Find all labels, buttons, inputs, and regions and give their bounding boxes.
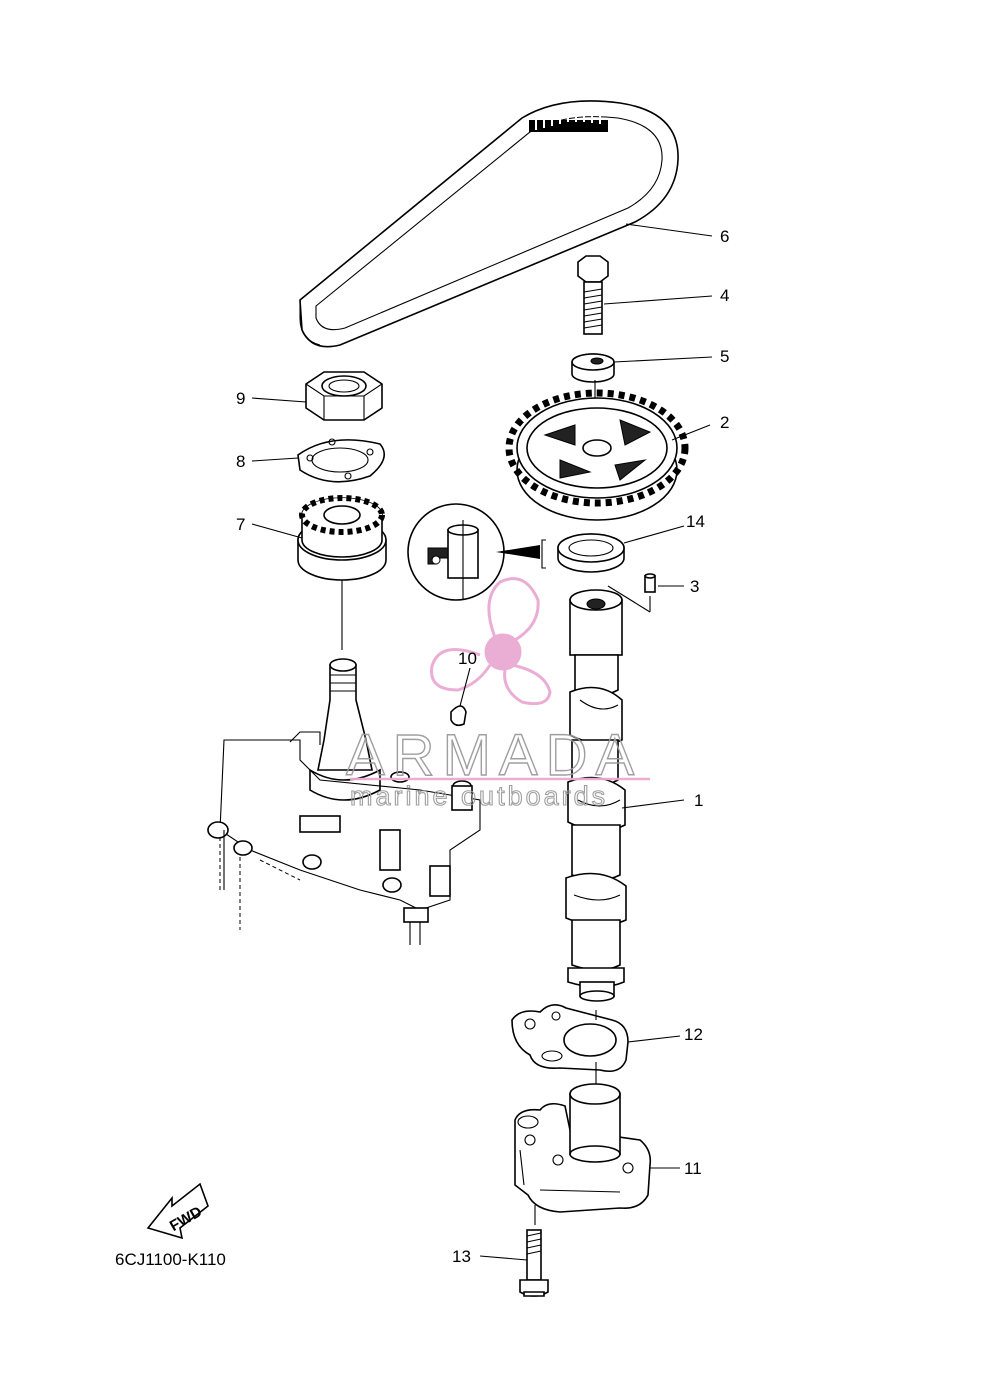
dowel-pin[interactable] [644, 573, 656, 593]
callout-4: 4 [720, 286, 729, 305]
woodruff-key[interactable] [450, 705, 467, 727]
watermark-tagline: marine outboards [350, 781, 608, 811]
watermark-propeller-icon [430, 577, 552, 706]
callout-2: 2 [720, 413, 729, 432]
diagram-code: 6CJ1100-K110 [115, 1250, 226, 1269]
crankshaft-nut[interactable] [305, 371, 383, 421]
leader-lines [251, 223, 713, 1261]
callout-3: 3 [690, 577, 699, 596]
callout-13: 13 [452, 1247, 471, 1266]
washer[interactable] [571, 353, 615, 383]
callout-labels: 1 2 3 4 5 6 7 8 9 10 11 12 13 14 [236, 227, 729, 1266]
callout-6: 6 [720, 227, 729, 246]
crankshaft-housing [207, 658, 481, 945]
forward-arrow-icon: FWD [146, 1182, 209, 1240]
callout-1: 1 [694, 791, 703, 810]
oil-seal[interactable] [541, 533, 625, 573]
watermark-brand: ARMADA [346, 723, 642, 788]
gasket[interactable] [511, 1004, 629, 1073]
callout-7: 7 [236, 515, 245, 534]
camshaft[interactable] [565, 589, 627, 1002]
callout-10: 10 [458, 649, 477, 668]
camshaft-pulley[interactable] [505, 389, 689, 521]
callout-14: 14 [686, 512, 705, 531]
crankshaft-pulley[interactable] [297, 495, 387, 581]
callout-12: 12 [684, 1025, 703, 1044]
callout-9: 9 [236, 389, 245, 408]
camshaft-bolt[interactable] [577, 255, 609, 335]
callout-11: 11 [684, 1159, 702, 1178]
plate-washer[interactable] [297, 438, 386, 483]
detail-callout-circle [407, 503, 540, 601]
pump-bolt[interactable] [519, 1229, 549, 1297]
timing-belt[interactable] [299, 100, 679, 348]
callout-5: 5 [720, 347, 729, 366]
watermark: ARMADA marine outboards [345, 577, 650, 812]
callout-8: 8 [236, 452, 245, 471]
belt-teeth [527, 110, 608, 132]
oil-pump[interactable] [514, 1083, 652, 1213]
